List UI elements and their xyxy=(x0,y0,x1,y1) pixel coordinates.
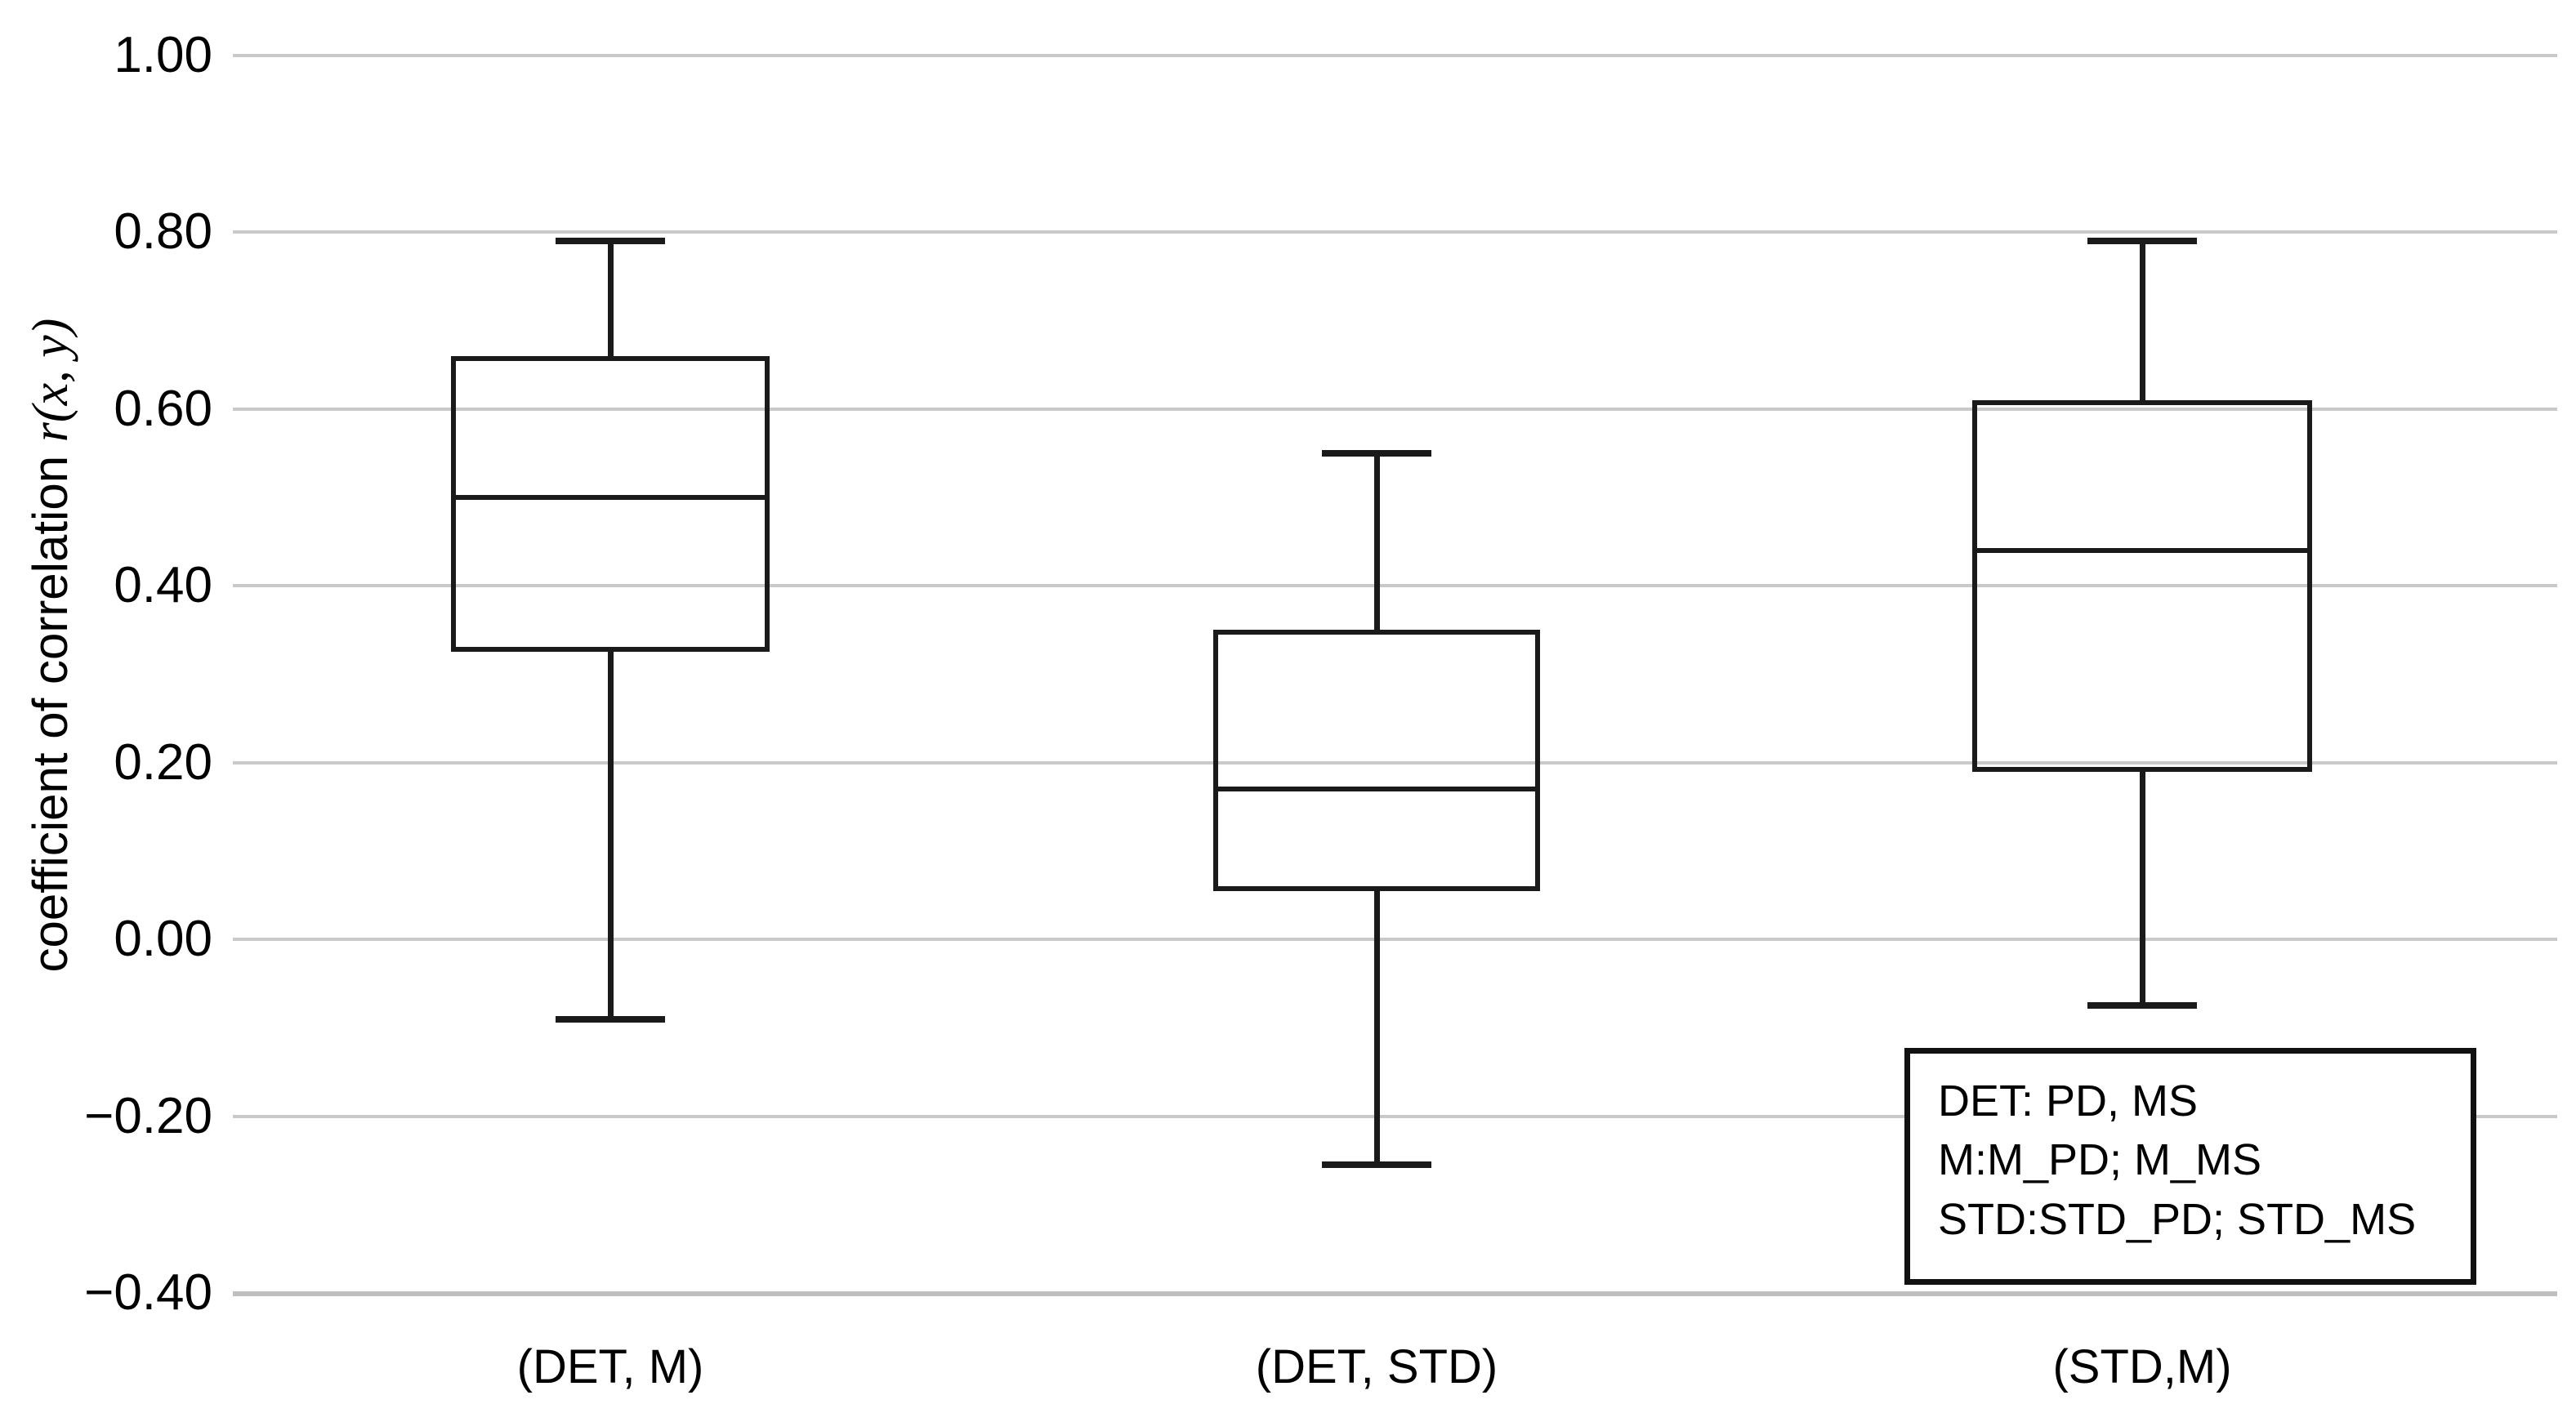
legend-line-2: M:M_PD; M_MS xyxy=(1938,1135,2262,1185)
whisker-stem-upper xyxy=(1374,452,1380,631)
whisker-stem-lower xyxy=(608,652,614,1019)
plot-area xyxy=(233,0,2557,1422)
median-line xyxy=(1972,548,2312,553)
y-axis-tick-label: 0.80 xyxy=(114,203,212,261)
whisker-stem-lower xyxy=(2140,771,2145,1006)
legend-line-3: STD:STD_PD; STD_MS xyxy=(1938,1194,2417,1244)
median-line xyxy=(1213,787,1540,792)
gridline xyxy=(233,407,2557,411)
whisker-stem-upper xyxy=(2140,241,2145,401)
gridline xyxy=(233,584,2557,588)
box-iqr-rect xyxy=(1972,400,2312,772)
y-axis-tick-label: 0.40 xyxy=(114,557,212,614)
box-iqr-rect xyxy=(451,355,770,653)
gridline xyxy=(233,1114,2557,1118)
gridline xyxy=(233,760,2557,764)
whisker-cap-lower xyxy=(1322,1161,1431,1169)
y-axis-tick-label: −0.40 xyxy=(84,1264,212,1321)
legend-box: DET: PD, MS M:M_PD; M_MS STD:STD_PD; STD_M… xyxy=(1904,1048,2476,1285)
y-axis-tick-label: 0.00 xyxy=(114,911,212,968)
y-axis-tick-label: 0.60 xyxy=(114,380,212,437)
legend-line-1: DET: PD, MS xyxy=(1938,1077,2199,1126)
whisker-cap-upper xyxy=(1322,449,1431,457)
whisker-cap-upper xyxy=(2087,238,2197,245)
whisker-cap-upper xyxy=(556,238,665,245)
x-axis-tick-label: (DET, M) xyxy=(516,1340,704,1393)
whisker-stem-upper xyxy=(608,241,614,356)
y-axis-tick-label: 0.20 xyxy=(114,733,212,791)
box-iqr-rect xyxy=(1213,630,1540,891)
box-plot-2 xyxy=(233,0,2557,1422)
gridline xyxy=(233,54,2557,57)
box-plot-3 xyxy=(233,0,2557,1422)
whisker-stem-lower xyxy=(1374,890,1380,1166)
whisker-cap-lower xyxy=(556,1015,665,1023)
y-axis-tick-labels: 1.00 0.80 0.60 0.40 0.20 0.00 −0.20 −0.40 xyxy=(0,0,212,1422)
y-axis-tick-label: −0.20 xyxy=(84,1087,212,1144)
x-axis-tick-label: (DET, STD) xyxy=(1255,1340,1498,1393)
gridline xyxy=(233,938,2557,942)
median-line xyxy=(451,495,770,501)
gridline xyxy=(233,1291,2557,1296)
box-plot-1 xyxy=(233,0,2557,1422)
x-axis-tick-label: (STD,M) xyxy=(2052,1340,2232,1393)
y-axis-tick-label: 1.00 xyxy=(114,27,212,83)
gridline xyxy=(233,230,2557,234)
whisker-cap-lower xyxy=(2087,1002,2197,1010)
